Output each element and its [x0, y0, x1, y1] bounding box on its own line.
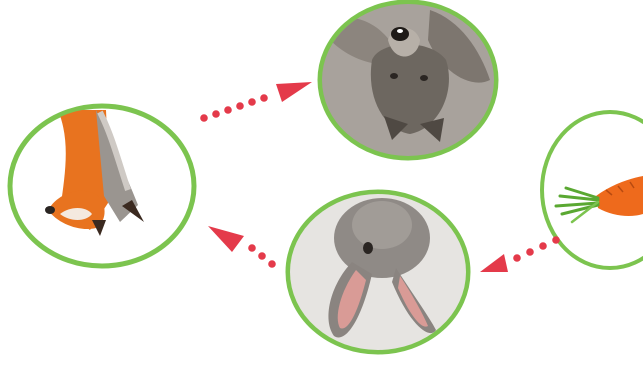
- arrow-carrot-to-rabbit: [480, 236, 560, 272]
- arrowhead: [480, 254, 508, 272]
- arrowhead: [276, 82, 312, 102]
- dotted-line: [513, 236, 560, 262]
- wolf-node: [320, 2, 500, 162]
- arrow-fox-to-wolf: [200, 82, 312, 122]
- arrow-rabbit-to-fox: [208, 226, 276, 268]
- dotted-line: [200, 94, 268, 122]
- rabbit-node: [288, 192, 468, 352]
- carrot-node: [542, 112, 643, 268]
- arrowhead: [208, 226, 244, 252]
- dotted-line: [248, 244, 276, 268]
- fox-node: [10, 106, 194, 266]
